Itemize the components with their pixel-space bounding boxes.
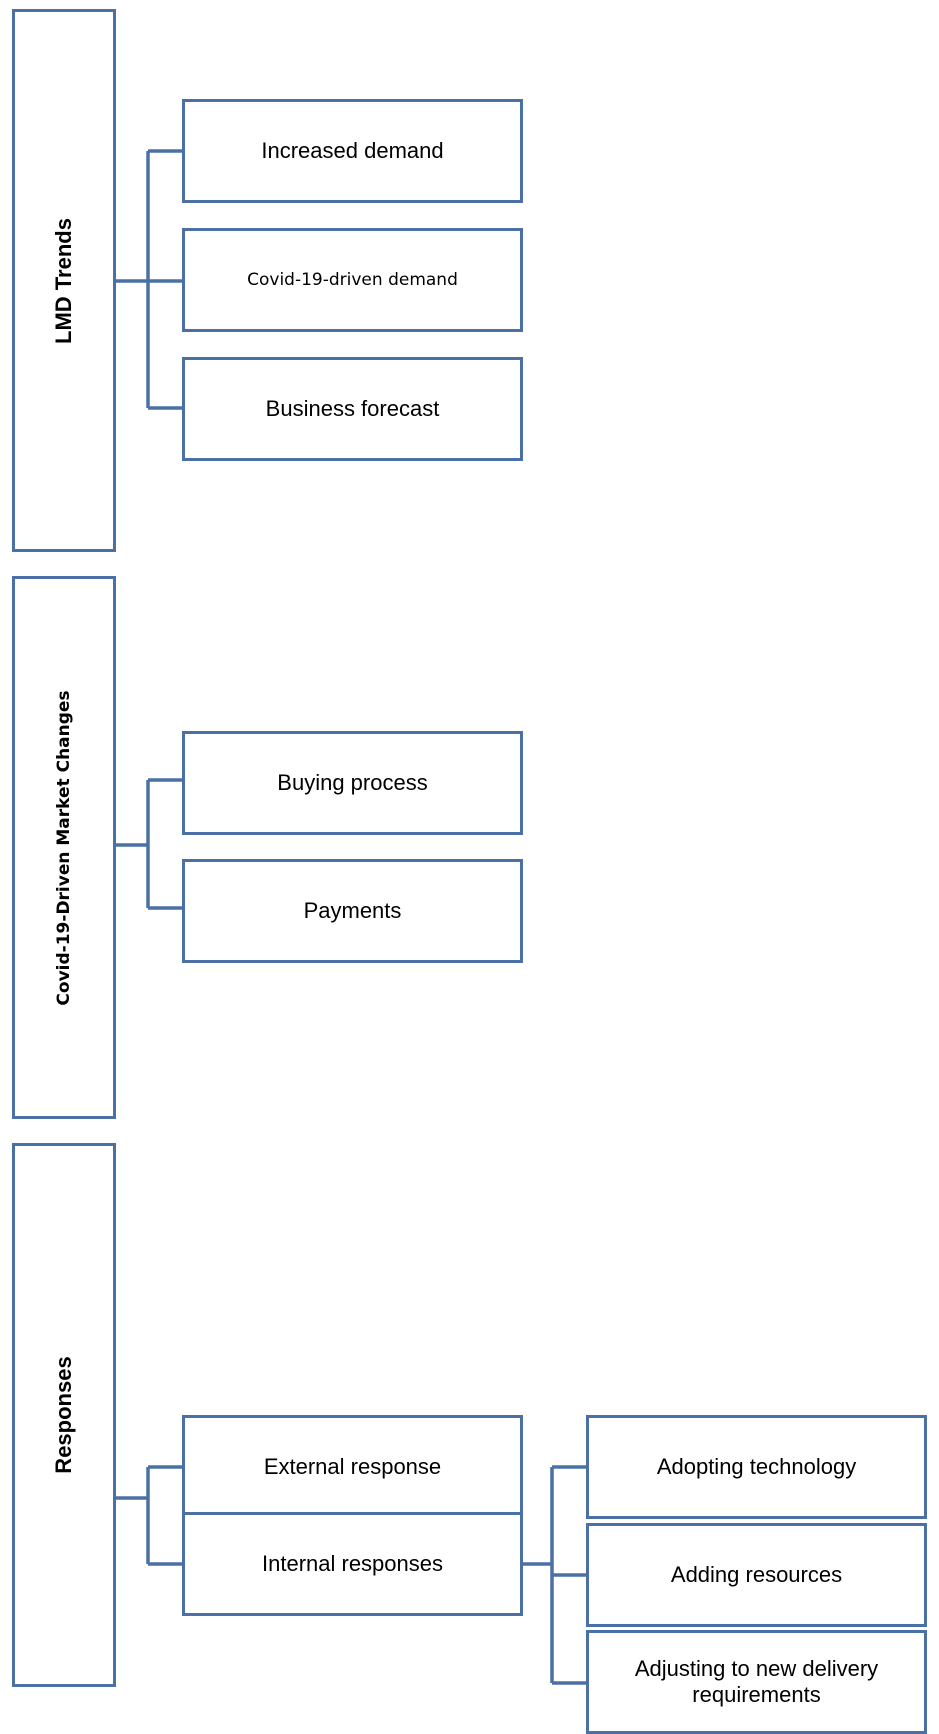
connector-market-changes: [108, 778, 184, 910]
node-label: Business forecast: [265, 396, 440, 422]
connector-lmd-trends: [108, 149, 184, 410]
node-buying-process: Buying process: [182, 731, 523, 835]
connector-internal-responses: [522, 1465, 588, 1685]
node-label: Adopting technology: [656, 1454, 857, 1480]
category-lmd-trends: LMD Trends: [12, 9, 116, 552]
category-market-changes: Covid-19-Driven Market Changes: [12, 576, 116, 1119]
category-label-responses: Responses: [51, 1356, 76, 1474]
node-internal-responses: Internal responses: [182, 1512, 523, 1616]
node-payments: Payments: [182, 859, 523, 963]
node-increased-demand: Increased demand: [182, 99, 523, 203]
node-label: External response: [263, 1454, 442, 1480]
category-responses: Responses: [12, 1143, 116, 1687]
node-external-response: External response: [182, 1415, 523, 1519]
node-label: Adjusting to new delivery requirements: [634, 1656, 879, 1707]
node-label: Payments: [303, 898, 402, 924]
node-label: Buying process: [277, 770, 428, 796]
node-label: Increased demand: [261, 138, 444, 164]
category-label-lmd-trends: LMD Trends: [51, 217, 76, 344]
connector-responses: [108, 1465, 184, 1566]
node-adopting-technology: Adopting technology: [586, 1415, 927, 1519]
node-label: Internal responses: [262, 1551, 443, 1577]
node-label: Covid-19-driven demand: [247, 270, 458, 290]
category-label-market-changes: Covid-19-Driven Market Changes: [54, 689, 74, 1006]
diagram-canvas: LMD Trends Increased demand Covid-19-dri…: [12, 9, 927, 1734]
node-adding-resources: Adding resources: [586, 1523, 927, 1627]
node-adjusting-delivery: Adjusting to new delivery requirements: [586, 1630, 927, 1734]
connector-lines: [108, 149, 588, 1685]
node-covid-driven-demand: Covid-19-driven demand: [182, 228, 523, 332]
node-business-forecast: Business forecast: [182, 357, 523, 461]
node-label: Adding resources: [670, 1562, 843, 1588]
